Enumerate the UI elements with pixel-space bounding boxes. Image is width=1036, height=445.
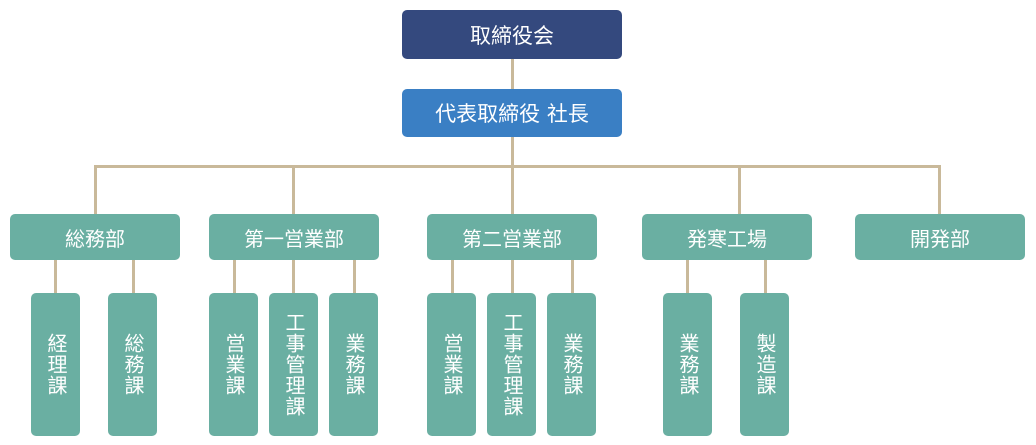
section-eigyo1-sales: 営業課 — [209, 293, 258, 436]
connector-eigyo2-s1 — [511, 259, 514, 293]
section-hassamu-manufacturing: 製造課 — [740, 293, 789, 436]
dept-label: 発寒工場 — [687, 226, 767, 251]
connector-bus-kaihatsu — [938, 165, 941, 214]
section-label: 業務課 — [342, 333, 366, 396]
dept-eigyo-1: 第一営業部 — [209, 214, 379, 260]
dept-label: 第二営業部 — [462, 226, 562, 251]
node-president-label: 代表取締役 社長 — [435, 102, 589, 126]
section-label: 営業課 — [440, 333, 464, 396]
section-label: 工事管理課 — [282, 312, 306, 417]
connector-eigyo1-s2 — [353, 259, 356, 293]
node-board-label: 取締役会 — [470, 23, 554, 48]
connector-eigyo1-s1 — [292, 259, 295, 293]
section-keiri: 経理課 — [31, 293, 80, 436]
connector-horizontal-bus — [94, 165, 941, 168]
section-eigyo1-construction: 工事管理課 — [269, 293, 318, 436]
connector-bus-eigyo2 — [511, 165, 514, 214]
connector-bus-eigyo1 — [292, 165, 295, 214]
connector-president-bus — [511, 137, 514, 167]
dept-soumu: 総務部 — [10, 214, 180, 260]
dept-label: 第一営業部 — [244, 226, 344, 251]
section-label: 総務課 — [121, 333, 145, 396]
section-label: 業務課 — [560, 333, 584, 396]
connector-soumu-s1 — [132, 259, 135, 293]
section-label: 工事管理課 — [500, 312, 524, 417]
connector-eigyo1-s0 — [233, 259, 236, 293]
section-eigyo2-operations: 業務課 — [547, 293, 596, 436]
dept-kaihatsu: 開発部 — [855, 214, 1025, 260]
section-soumu: 総務課 — [108, 293, 157, 436]
connector-soumu-s0 — [54, 259, 57, 293]
connector-hassamu-s1 — [764, 259, 767, 293]
dept-label: 開発部 — [910, 226, 970, 251]
section-eigyo2-construction: 工事管理課 — [487, 293, 536, 436]
section-hassamu-operations: 業務課 — [663, 293, 712, 436]
node-board: 取締役会 — [402, 10, 622, 59]
connector-eigyo2-s0 — [451, 259, 454, 293]
section-eigyo2-sales: 営業課 — [427, 293, 476, 436]
connector-board-president — [511, 59, 514, 89]
connector-hassamu-s0 — [686, 259, 689, 293]
section-eigyo1-operations: 業務課 — [329, 293, 378, 436]
section-label: 営業課 — [222, 333, 246, 396]
dept-eigyo-2: 第二営業部 — [427, 214, 597, 260]
dept-label: 総務部 — [65, 226, 125, 251]
connector-eigyo2-s2 — [571, 259, 574, 293]
section-label: 業務課 — [676, 333, 700, 396]
connector-bus-soumu — [94, 165, 97, 214]
connector-bus-hassamu — [738, 165, 741, 214]
node-president: 代表取締役 社長 — [402, 89, 622, 137]
section-label: 経理課 — [44, 333, 68, 396]
section-label: 製造課 — [753, 333, 777, 396]
dept-hassamu-factory: 発寒工場 — [642, 214, 812, 260]
